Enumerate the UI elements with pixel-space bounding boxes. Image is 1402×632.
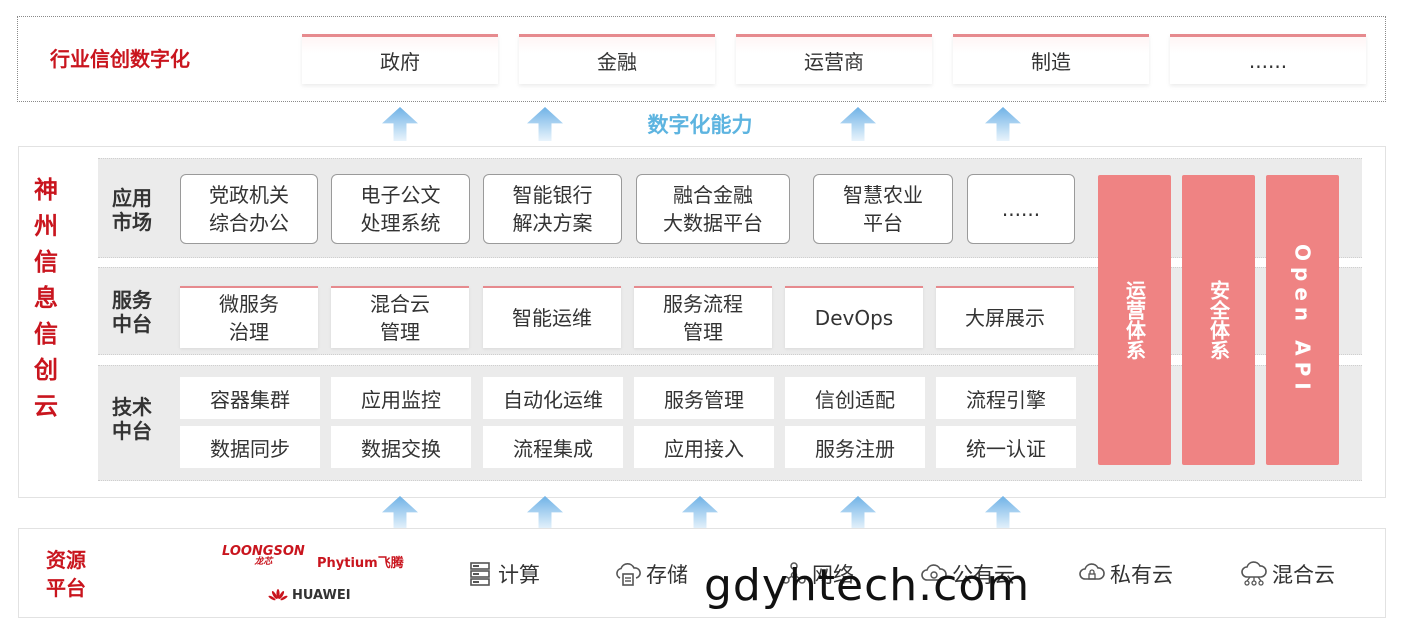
industry-card-finance: 金融 xyxy=(519,34,715,84)
tech-card: 统一认证 xyxy=(936,426,1076,468)
app-market-label: 应用市场 xyxy=(112,186,152,234)
phytium-logo: Phytium飞腾 xyxy=(317,556,404,571)
public-cloud-icon xyxy=(921,564,947,581)
huawei-logo-text: HUAWEI xyxy=(292,588,351,603)
resource-storage: 存储 xyxy=(614,558,688,590)
arrow-up-icon xyxy=(840,496,876,530)
service-card: DevOps xyxy=(785,286,923,348)
service-card: 服务流程 管理 xyxy=(634,286,772,348)
loongson-logo-cn: 龙芯 xyxy=(254,557,273,567)
tech-card: 容器集群 xyxy=(180,377,320,419)
hybrid-cloud-icon xyxy=(1241,561,1267,586)
app-card: 智慧农业 平台 xyxy=(813,174,953,244)
arrow-up-icon xyxy=(682,496,718,530)
pillar-open-api-label: Open API xyxy=(1290,244,1315,396)
arrow-up-icon xyxy=(527,496,563,530)
huawei-mark-icon xyxy=(268,588,288,600)
tech-card: 信创适配 xyxy=(785,377,925,419)
capability-label: 数字化能力 xyxy=(647,113,753,137)
tech-card: 流程集成 xyxy=(483,426,623,468)
industry-card-manufacturing: 制造 xyxy=(953,34,1149,84)
resource-frame xyxy=(18,528,1386,618)
industry-card-operator: 运营商 xyxy=(736,34,932,84)
resource-compute: 计算 xyxy=(466,558,540,590)
cloud-storage-icon xyxy=(616,563,641,586)
arrow-up-icon xyxy=(527,107,563,141)
app-card: 智能银行 解决方案 xyxy=(483,174,622,244)
arrow-up-icon xyxy=(382,107,418,141)
tech-card: 数据交换 xyxy=(331,426,471,468)
huawei-logo: HUAWEI xyxy=(268,588,351,603)
industry-card-more: ...... xyxy=(1170,34,1366,84)
watermark: gdyhtech.com xyxy=(704,560,1031,611)
tech-card: 流程引擎 xyxy=(936,377,1076,419)
service-card: 智能运维 xyxy=(483,286,621,348)
platform-title: 神州信息信创云 xyxy=(34,176,61,420)
tech-card: 服务注册 xyxy=(785,426,925,468)
service-platform-label: 服务中台 xyxy=(112,288,152,336)
arrow-up-icon xyxy=(840,107,876,141)
loongson-logo: LOONGSON 龙芯 xyxy=(222,544,305,568)
industry-title: 行业信创数字化 xyxy=(50,47,190,71)
private-cloud-icon xyxy=(1079,563,1105,580)
resource-private-cloud-label: 私有云 xyxy=(1110,563,1173,587)
app-card: 党政机关 综合办公 xyxy=(180,174,318,244)
tech-card: 应用监控 xyxy=(331,377,471,419)
industry-band xyxy=(17,16,1386,102)
resource-public-cloud-label: 公有云 xyxy=(952,563,1015,587)
app-card: 电子公文 处理系统 xyxy=(331,174,470,244)
industry-card-government: 政府 xyxy=(302,34,498,84)
tech-card: 自动化运维 xyxy=(483,377,623,419)
tech-card: 数据同步 xyxy=(180,426,320,468)
tech-platform-label: 技术中台 xyxy=(112,395,152,443)
arrow-up-icon xyxy=(985,107,1021,141)
resource-public-cloud: 公有云 xyxy=(920,558,1015,590)
service-card: 大屏展示 xyxy=(936,286,1074,348)
tech-card: 应用接入 xyxy=(634,426,774,468)
resource-hybrid-cloud: 混合云 xyxy=(1240,558,1335,590)
pillar-security-label: 安全体系 xyxy=(1206,280,1231,360)
resource-network: 网络 xyxy=(780,558,854,590)
pillar-security: 安全体系 xyxy=(1182,175,1255,465)
service-card: 微服务 治理 xyxy=(180,286,318,348)
network-icon xyxy=(782,562,806,584)
resource-network-label: 网络 xyxy=(812,563,854,587)
server-icon xyxy=(470,562,490,586)
resource-hybrid-cloud-label: 混合云 xyxy=(1272,563,1335,587)
pillar-operations-label: 运营体系 xyxy=(1122,280,1147,360)
resource-title: 资源平台 xyxy=(46,548,86,600)
tech-card: 服务管理 xyxy=(634,377,774,419)
resource-private-cloud: 私有云 xyxy=(1078,558,1173,590)
loongson-logo-text: LOONGSON xyxy=(222,544,305,559)
resource-compute-label: 计算 xyxy=(498,563,540,587)
resource-storage-label: 存储 xyxy=(646,563,688,587)
arrow-up-icon xyxy=(985,496,1021,530)
app-card: 融合金融 大数据平台 xyxy=(636,174,790,244)
service-card: 混合云 管理 xyxy=(331,286,469,348)
pillar-open-api: Open API xyxy=(1266,175,1339,465)
arrow-up-icon xyxy=(382,496,418,530)
app-card: ...... xyxy=(967,174,1075,244)
pillar-operations: 运营体系 xyxy=(1098,175,1171,465)
